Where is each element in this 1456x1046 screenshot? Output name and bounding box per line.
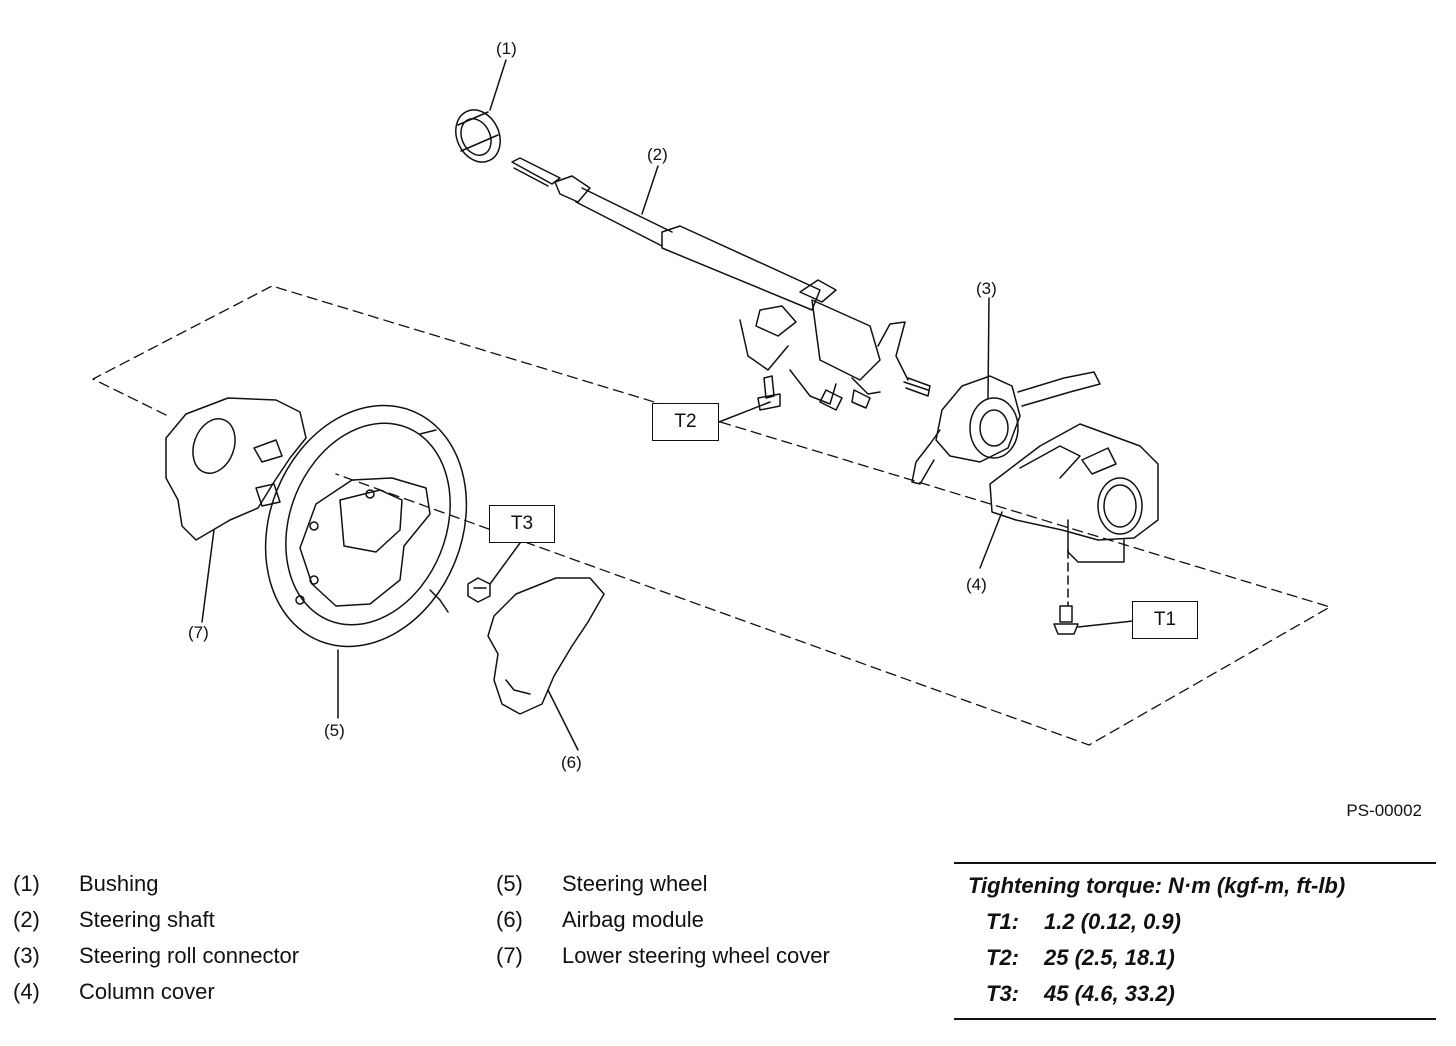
legend-item: (6) Airbag module [496, 902, 830, 938]
torque-row: T3: 45 (4.6, 33.2) [954, 976, 1436, 1012]
callout-7: (7) [188, 623, 209, 642]
exploded-view-diagram [92, 59, 1331, 751]
steering-shaft-part [511, 157, 931, 411]
torque-code: T2: [986, 945, 1019, 970]
leader-3 [987, 297, 990, 399]
legend-num: (3) [13, 943, 40, 968]
leader-4 [979, 511, 1003, 569]
torque-box-t2: T2 [652, 403, 719, 441]
legend-item: (3) Steering roll connector [13, 938, 299, 974]
legend-item: (7) Lower steering wheel cover [496, 938, 830, 974]
torque-value: 25 (2.5, 18.1) [1044, 945, 1175, 970]
assembly-dashed-outline [92, 285, 1331, 746]
torque-table: Tightening torque: N·m (kgf-m, ft-lb) T1… [954, 862, 1436, 1020]
leader-6 [547, 689, 579, 751]
legend-label: Lower steering wheel cover [562, 943, 830, 968]
legend-num: (6) [496, 907, 523, 932]
legend-num: (1) [13, 871, 40, 896]
legend-num: (7) [496, 943, 523, 968]
leader-t1 [1077, 620, 1134, 628]
leader-1 [489, 59, 507, 111]
leader-7 [201, 529, 215, 623]
legend-item: (4) Column cover [13, 974, 299, 1010]
legend-item: (1) Bushing [13, 866, 299, 902]
legend-item: (2) Steering shaft [13, 902, 299, 938]
bushing-part [455, 109, 501, 163]
steering-wheel-part [264, 404, 468, 648]
torque-header: Tightening torque: N·m (kgf-m, ft-lb) [968, 873, 1346, 898]
callout-1: (1) [496, 39, 517, 58]
legend-label: Steering roll connector [79, 943, 300, 968]
torque-row: T2: 25 (2.5, 18.1) [954, 940, 1436, 976]
lower-wheel-cover-part [165, 397, 307, 541]
torque-value: 45 (4.6, 33.2) [1044, 981, 1175, 1006]
torque-value: 1.2 (0.12, 0.9) [1044, 909, 1181, 934]
torque-box-t3: T3 [489, 505, 555, 543]
legend-label: Steering wheel [562, 871, 708, 896]
legend-left: (1) Bushing (2) Steering shaft (3) Steering… [13, 866, 299, 1010]
leader-t3 [489, 542, 521, 585]
legend-middle: (5) Steering wheel (6) Airbag module (7) Lo… [496, 866, 830, 974]
leader-2 [641, 165, 659, 215]
legend-num: (4) [13, 979, 40, 1004]
leader-t2 [718, 401, 771, 423]
torque-box-t1: T1 [1132, 601, 1198, 639]
legend-label: Bushing [79, 871, 159, 896]
t1-screw [1053, 605, 1079, 635]
legend-num: (2) [13, 907, 40, 932]
torque-code: T1: [986, 909, 1019, 934]
callout-6: (6) [561, 753, 582, 772]
legend-num: (5) [496, 871, 523, 896]
airbag-module-part [487, 577, 605, 715]
steering-roll-connector-part [911, 371, 1101, 485]
torque-row: T1: 1.2 (0.12, 0.9) [954, 904, 1436, 940]
t3-nut [467, 577, 491, 603]
legend-label: Airbag module [562, 907, 704, 932]
figure-id: PS-00002 [1346, 801, 1422, 820]
legend-item: (5) Steering wheel [496, 866, 830, 902]
callout-5: (5) [324, 721, 345, 740]
legend-label: Steering shaft [79, 907, 215, 932]
legend-label: Column cover [79, 979, 215, 1004]
callout-4: (4) [966, 575, 987, 594]
callout-2: (2) [647, 145, 668, 164]
callout-3: (3) [976, 279, 997, 298]
column-cover-part [989, 423, 1159, 563]
torque-code: T3: [986, 981, 1019, 1006]
